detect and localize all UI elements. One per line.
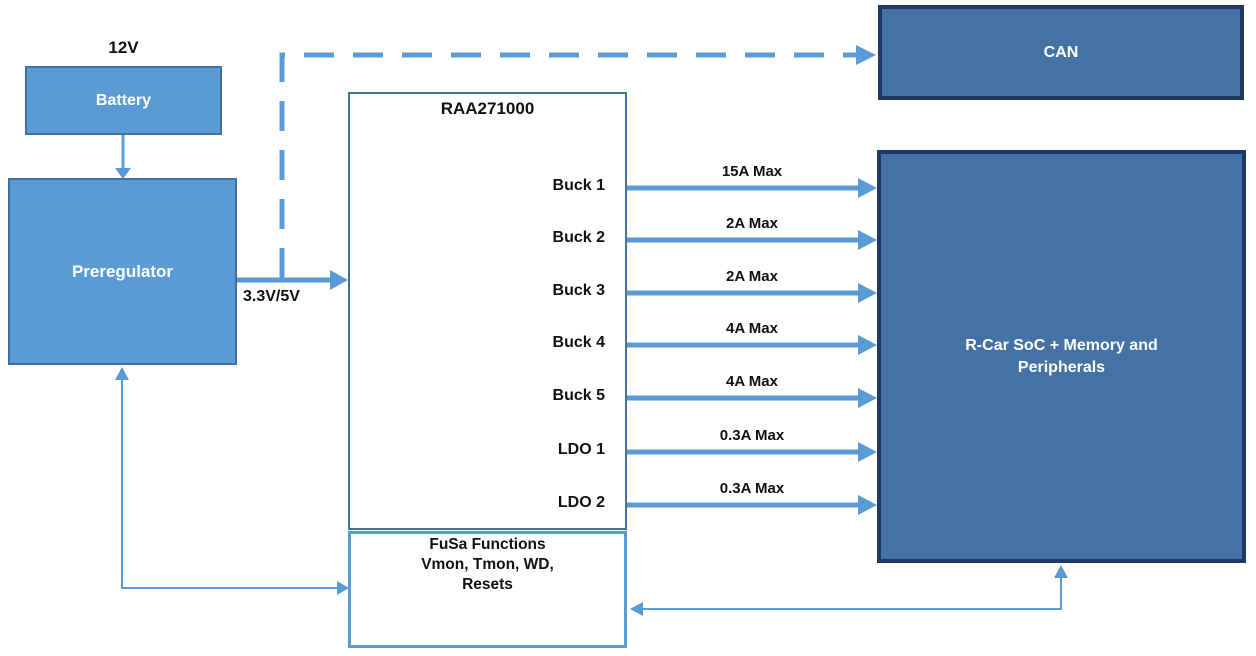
output-current-label: 0.3A Max [719,480,785,497]
pmic-channel-label: Buck 5 [552,387,605,404]
pmic-title: RAA271000 [440,99,535,118]
fusa-line-3: Resets [462,576,513,593]
preregulator-to-pmic-arrow [237,270,348,290]
pmic-channel-label: Buck 3 [552,282,605,299]
pmic-channel-label: Buck 4 [552,334,605,351]
preregulator-label: Preregulator [71,261,174,281]
preregulator-box: Preregulator [8,178,237,365]
battery-box: Battery [25,66,222,135]
output-current-label: 2A Max [726,215,778,232]
fusa-line-1: FuSa Functions [429,536,546,553]
can-box: CAN [878,5,1244,100]
soc-box: R-Car SoC + Memory and Peripherals [877,150,1246,563]
output-current-label: 15A Max [721,163,783,180]
battery-to-preregulator-arrow [115,135,131,179]
rail-voltage-label: 3.3V/5V [243,288,300,305]
output-current-label: 2A Max [726,268,778,285]
pmic-channel-label: LDO 2 [557,494,605,511]
preregulator-fusa-connector [115,367,349,595]
pmic-box [348,92,627,530]
output-current-label: 4A Max [726,373,778,390]
fusa-line-2: Vmon, Tmon, WD, [421,556,554,573]
pmic-channel-label: LDO 1 [557,441,605,458]
can-label: CAN [1043,43,1079,61]
output-current-label: 4A Max [726,320,778,337]
battery-label: Battery [95,91,152,109]
fusa-box [348,531,627,648]
soc-fusa-connector [630,565,1068,616]
output-current-label: 0.3A Max [719,427,785,444]
pmic-channel-label: Buck 1 [552,177,605,194]
input-voltage-label: 12V [108,38,139,57]
soc-label: R-Car SoC + Memory and Peripherals [965,336,1158,376]
pmic-channel-label: Buck 2 [552,229,605,246]
fusa-label: FuSa Functions Vmon, Tmon, WD, Resets [348,535,627,595]
